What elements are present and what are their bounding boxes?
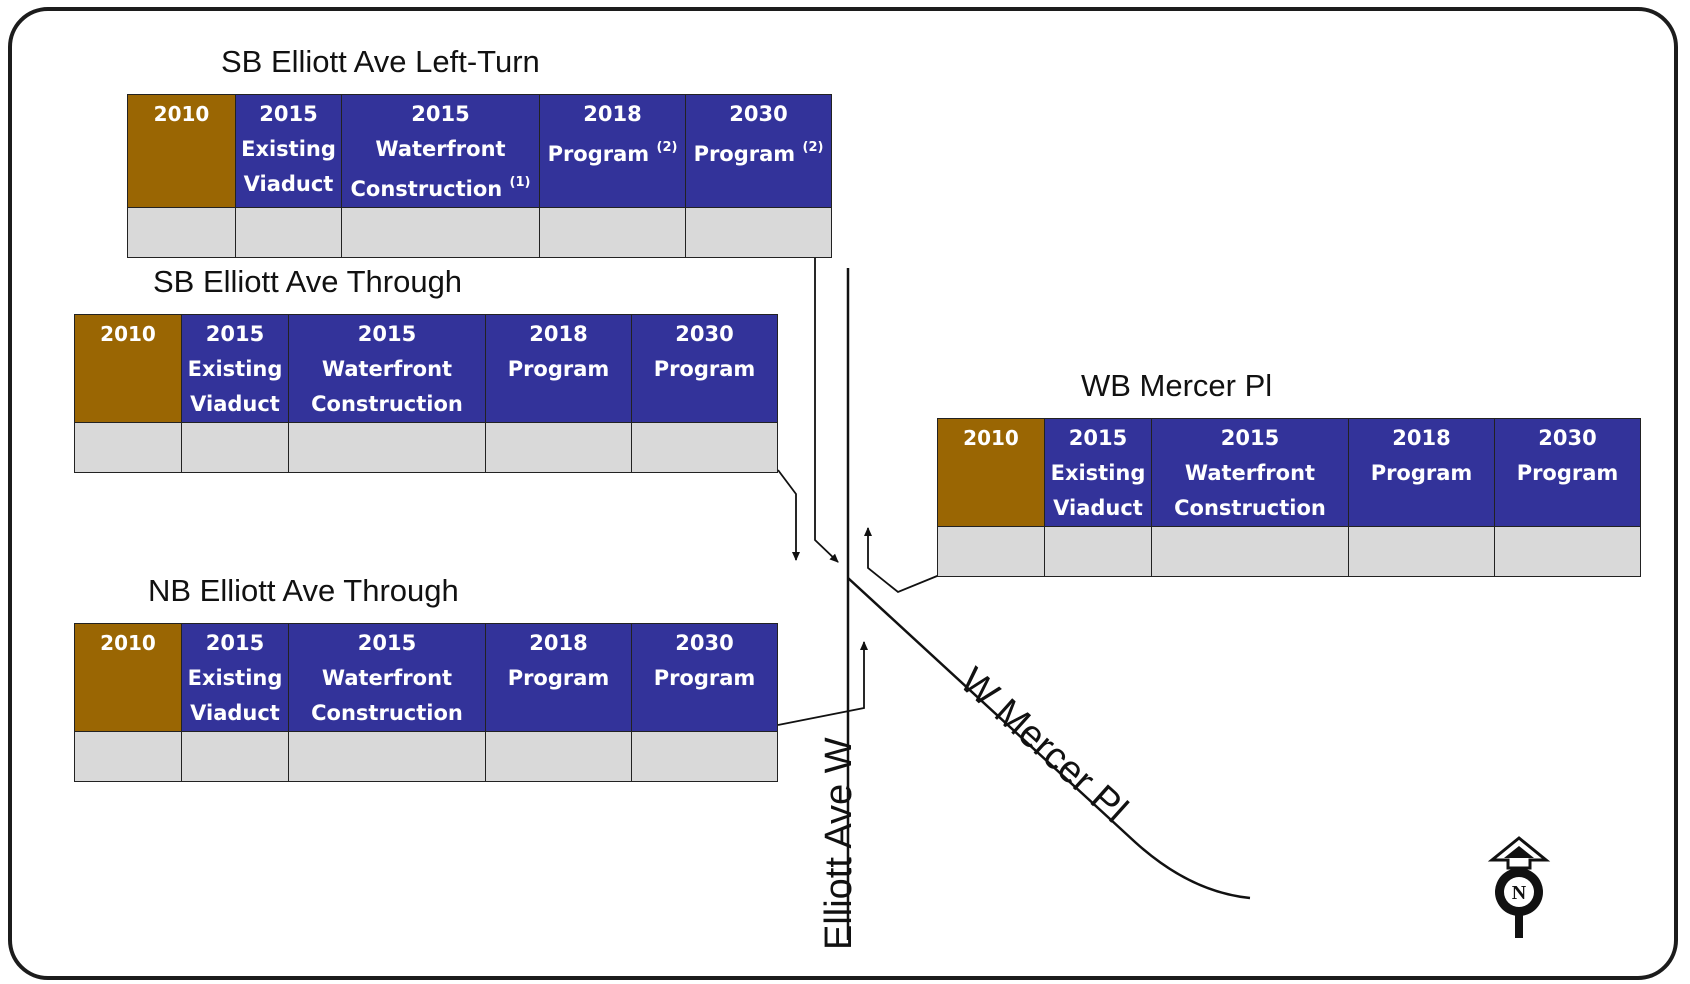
value-cell-2018 (1348, 526, 1495, 577)
value-cell-2030 (631, 731, 778, 782)
footnote-marker: (2) (802, 140, 824, 155)
value-cell-2015-existing (181, 422, 289, 473)
value-cell-2018 (485, 731, 632, 782)
value-cell-2030 (631, 422, 778, 473)
value-cell-2015-construction (288, 422, 486, 473)
value-cell-2030 (1494, 526, 1641, 577)
header-2010: 2010 (74, 314, 182, 423)
panel-title: SB Elliott Ave Left-Turn (221, 44, 540, 79)
value-cell-2018 (539, 207, 686, 258)
header-2010: 2010 (937, 418, 1045, 527)
value-cell-2015-existing (181, 731, 289, 782)
value-cell-2015-construction (341, 207, 540, 258)
value-cell-2015-existing (235, 207, 342, 258)
north-arrow-icon: N (1487, 836, 1551, 938)
footnote-marker: (1) (509, 175, 531, 190)
value-cell-2015-construction (1151, 526, 1349, 577)
north-letter: N (1512, 882, 1527, 904)
sb-through-arrow (777, 469, 800, 561)
header-2010: 2010 (74, 623, 182, 732)
value-cell-2015-existing (1044, 526, 1152, 577)
value-cell-2010 (74, 731, 182, 782)
panel-title: SB Elliott Ave Through (153, 264, 463, 299)
map-frame (8, 7, 1678, 980)
header-2010: 2010 (127, 94, 236, 208)
value-cell-2030 (685, 207, 832, 258)
mercer-pl-street-line (847, 577, 1251, 900)
value-cell-2010 (127, 207, 236, 258)
panel-title: WB Mercer Pl (1081, 368, 1273, 403)
nb-through-arrow (777, 641, 868, 726)
value-cell-2015-construction (288, 731, 486, 782)
footnote-marker: (2) (656, 140, 678, 155)
sb-left-turn-arrow (814, 256, 839, 563)
wb-mercer-arrow (864, 527, 943, 594)
value-cell-2018 (485, 422, 632, 473)
value-cell-2010 (937, 526, 1045, 577)
value-cell-2010 (74, 422, 182, 473)
panel-title: NB Elliott Ave Through (148, 573, 459, 608)
elliott-ave-label: Elliott Ave W (818, 737, 860, 950)
